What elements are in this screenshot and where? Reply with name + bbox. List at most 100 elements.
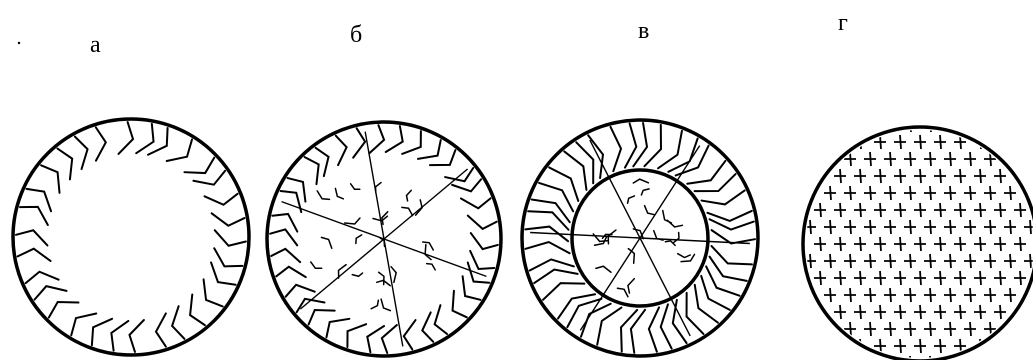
panel-g-cross: [910, 254, 911, 268]
panel-g-cross: [970, 220, 971, 234]
panel-a-columnar-grain: [136, 124, 153, 153]
panel-v-equiaxed-grain: [633, 179, 648, 183]
panel-g-cross: [960, 305, 961, 319]
panel-g-cross: [1010, 118, 1011, 132]
panel-g-cross: [900, 305, 901, 319]
panel-v-columnar-grain: [564, 151, 586, 189]
panel-g-cross: [850, 152, 851, 166]
panel-g-cross: [790, 254, 791, 268]
panel-g-cross: [880, 271, 881, 285]
panel-g-cross: [1010, 220, 1011, 234]
panel-g-cross: [850, 118, 851, 132]
panel-g-cross: [950, 288, 951, 302]
panel-b-columnar-grain: [326, 319, 349, 338]
panel-g-cross: [950, 152, 951, 166]
panel-g-cross: [810, 118, 811, 132]
panel-g-cross: [940, 203, 941, 217]
panel-b-columnar-grain: [470, 251, 494, 269]
panel-g-cross: [990, 254, 991, 268]
label-v: в: [638, 18, 649, 44]
panel-g-cross: [890, 220, 891, 234]
panel-g-cross: [900, 135, 901, 149]
panel-g-cross: [1010, 186, 1011, 200]
panel-g-cross: [780, 237, 781, 251]
panel-g-cross: [950, 322, 951, 336]
panel-b-columnar-grain: [276, 267, 306, 277]
panel-b-columnar-grain: [430, 150, 455, 165]
panel-b-columnar-grain: [461, 198, 491, 208]
panel-v-columnar-grain: [581, 304, 611, 337]
panel-b-columnar-grain: [288, 178, 306, 202]
panel-b-radial-line: [300, 239, 384, 309]
panel-g-cross: [960, 135, 961, 149]
panel-g-cross: [900, 169, 901, 183]
panel-g-cross: [870, 356, 871, 360]
panel-g-cross: [800, 271, 801, 285]
panel-g-cross: [1030, 118, 1031, 132]
panel-a-columnar-grain: [41, 165, 59, 193]
panel-g-cross: [870, 288, 871, 302]
panel-g-cross: [840, 237, 841, 251]
panel-v-equiaxed-grain: [596, 266, 611, 272]
panel-g-cross: [880, 203, 881, 217]
panel-g-cross: [950, 254, 951, 268]
panel-a-columnar-grain: [111, 321, 128, 351]
panel-a-columnar-grain: [204, 279, 223, 306]
panel-g-cross: [890, 322, 891, 336]
panel-g-cross: [910, 186, 911, 200]
panel-g-cross: [860, 271, 861, 285]
panel-g-cross: [880, 305, 881, 319]
panel-g-cross: [1030, 322, 1031, 336]
panel-b-equiaxed-grain: [321, 237, 331, 248]
panel-a-columnar-grain: [18, 249, 51, 261]
panel-v-equiaxed-grain: [617, 288, 627, 296]
panel-g-cross: [840, 169, 841, 183]
panel-g-cross: [980, 237, 981, 251]
panel-v-columnar-grain: [625, 123, 636, 167]
panel-g-cross: [790, 220, 791, 234]
panel-g-cross: [800, 339, 801, 353]
panel-b-columnar-grain: [402, 131, 421, 154]
panel-v-columnar-grain: [706, 266, 739, 295]
panel-g-cross: [980, 203, 981, 217]
panel-g-cross: [1010, 322, 1011, 336]
panel-a-columnar-grain: [215, 230, 246, 246]
panel-g-cross: [830, 254, 831, 268]
panel-g-cross: [940, 237, 941, 251]
panel-b-columnar-grain: [463, 276, 481, 300]
panel-g-cross: [800, 237, 801, 251]
panel-v-columnar-grain: [549, 167, 578, 201]
panel-g-cross: [790, 152, 791, 166]
panel-g-cross: [930, 220, 931, 234]
panel-g-cross: [920, 271, 921, 285]
panel-g-cross: [1030, 186, 1031, 200]
panel-g-cross: [820, 203, 821, 217]
panel-g-cross: [840, 203, 841, 217]
panel-a-columnar-grain: [167, 140, 192, 161]
panel-g-cross: [990, 186, 991, 200]
panel-b-columnar-grain: [404, 320, 416, 349]
panel-g-cross: [1020, 135, 1021, 149]
panel-v-equiaxed-grain: [663, 211, 672, 223]
panel-b-columnar-grain: [353, 128, 365, 157]
panel-v-columnar-grain: [526, 242, 570, 253]
panel-a-columnar-grain: [212, 213, 245, 225]
panel-v-columnar-grain: [701, 276, 730, 310]
panel-b-equiaxed-grain: [425, 245, 431, 260]
panel-v-radial-line: [640, 238, 690, 336]
panel-g-cross: [1030, 356, 1031, 360]
panel-g-cross: [870, 152, 871, 166]
panel-g-cross: [810, 322, 811, 336]
panel-b-columnar-grain: [286, 285, 315, 297]
panel-v-columnar-grain: [649, 307, 659, 351]
panel-g-cross: [990, 118, 991, 132]
panel-g-cross: [870, 186, 871, 200]
panel-g-cross: [820, 339, 821, 353]
panel-g-cross: [900, 203, 901, 217]
panel-b-columnar-grain: [471, 233, 498, 249]
panel-a-diagram: [13, 119, 249, 355]
panel-v-columnar-grain: [712, 246, 752, 264]
panel-a-columnar-grain: [205, 194, 238, 205]
panel-b-columnar-grain: [435, 305, 447, 334]
